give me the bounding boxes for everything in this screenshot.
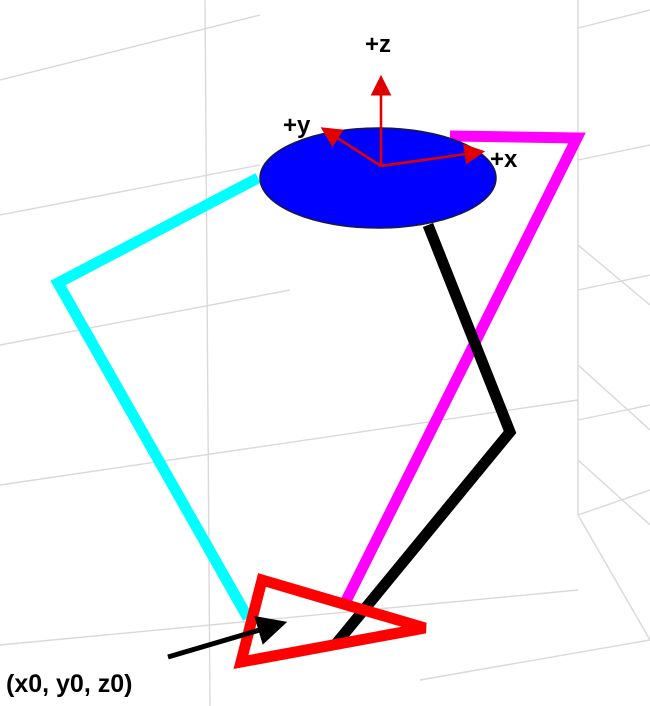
leg-right [340, 130, 586, 606]
y-axis-label: +y [283, 112, 311, 139]
leg-middle [330, 222, 517, 649]
y-axis-arrow [320, 127, 382, 168]
grid-line [577, 244, 650, 306]
grid-line [577, 364, 650, 431]
base-triangle [233, 573, 427, 669]
grid-line [0, 289, 291, 346]
origin-pointer-arrow [167, 615, 288, 660]
leg-left [50, 173, 261, 621]
grid-line [577, 404, 650, 421]
x-axis-arrow [380, 143, 486, 168]
platform-disc [259, 127, 497, 229]
grid-line [577, 514, 650, 641]
grid-line [0, 589, 579, 646]
grid-line [577, 459, 650, 526]
origin-label: (x0, y0, z0) [6, 670, 132, 698]
grid-line [0, 399, 579, 486]
grid-line [204, 0, 211, 706]
x-axis-label: +x [490, 146, 518, 173]
z-axis-label: +z [365, 31, 391, 58]
grid-line [419, 639, 650, 681]
platform-axes [320, 74, 486, 168]
grid-line [577, 274, 650, 291]
grid-line [577, 9, 650, 29]
grid-line [577, 489, 650, 516]
grid-line [0, 164, 261, 216]
grid-line [0, 14, 261, 81]
grid-line [577, 144, 650, 161]
